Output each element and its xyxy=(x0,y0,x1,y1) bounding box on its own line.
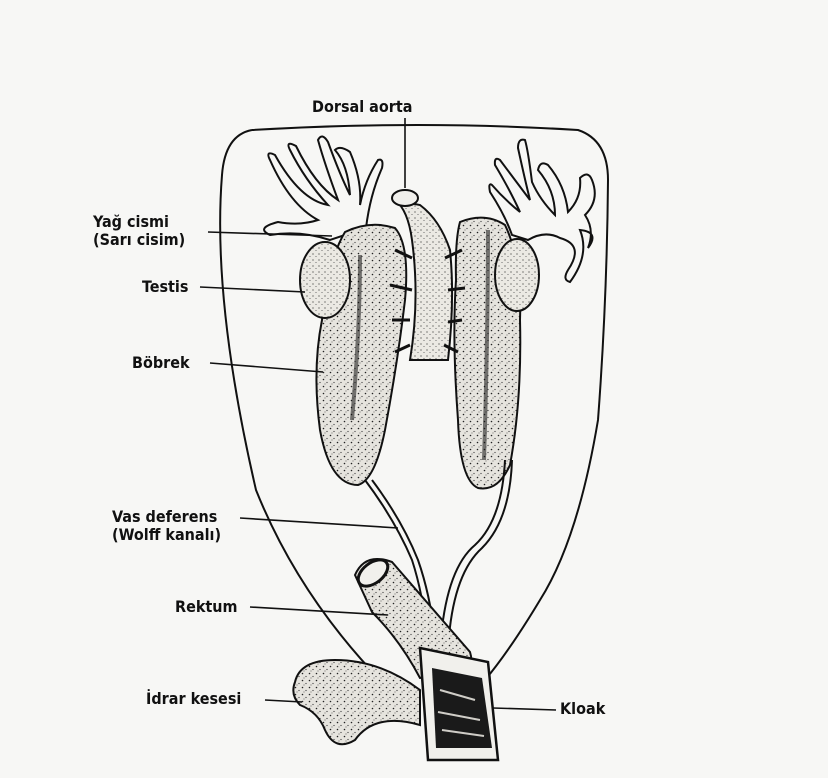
urinary-bladder xyxy=(293,660,420,744)
label-dorsal-aorta: Dorsal aorta xyxy=(312,98,412,116)
label-rectum: Rektum xyxy=(175,598,238,616)
label-urinary-bladder: İdrar kesesi xyxy=(146,690,241,708)
label-fat-body-line2: (Sarı cisim) xyxy=(93,231,185,249)
label-vas-deferens: Vas deferens (Wolff kanalı) xyxy=(112,508,221,544)
label-vas-deferens-line1: Vas deferens xyxy=(112,508,221,526)
testis-left xyxy=(300,242,350,318)
label-fat-body-line1: Yağ cismi xyxy=(93,213,185,231)
label-kidney: Böbrek xyxy=(132,354,190,372)
testis-right xyxy=(495,239,539,311)
label-vas-deferens-line2: (Wolff kanalı) xyxy=(112,526,221,544)
cloaca xyxy=(420,648,498,760)
label-testis: Testis xyxy=(142,278,188,296)
fat-body-left xyxy=(264,136,382,240)
label-fat-body: Yağ cismi (Sarı cisim) xyxy=(93,213,185,249)
label-cloaca: Kloak xyxy=(560,700,605,718)
